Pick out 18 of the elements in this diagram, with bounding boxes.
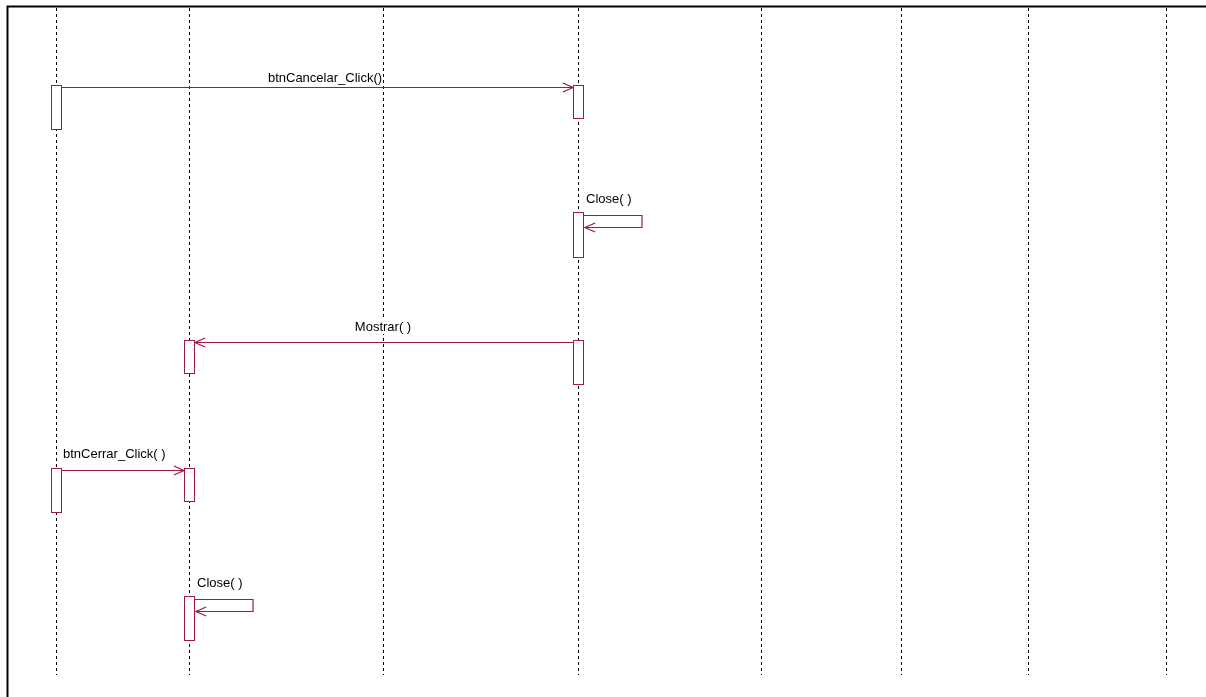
edge-label: Mostrar( ) [353, 319, 413, 334]
activation-bar [573, 340, 584, 385]
activation-bar [184, 340, 195, 374]
message-arrow [194, 598, 254, 617]
edge-label: Close( ) [585, 191, 633, 206]
activation-bar [51, 468, 62, 513]
message-arrow [61, 465, 185, 476]
activation-bar [184, 468, 195, 502]
message-arrow [583, 214, 643, 233]
message-arrow [61, 82, 574, 93]
edge-label: btnCancelar_Click() [266, 70, 384, 85]
edge-label: btnCerrar_Click( ) [62, 446, 167, 461]
message-arrow [194, 337, 574, 348]
edge-label: Close( ) [196, 575, 244, 590]
activation-bar [184, 596, 195, 641]
activation-bar [573, 85, 584, 119]
activation-bar [573, 212, 584, 258]
activation-bar [51, 85, 62, 130]
